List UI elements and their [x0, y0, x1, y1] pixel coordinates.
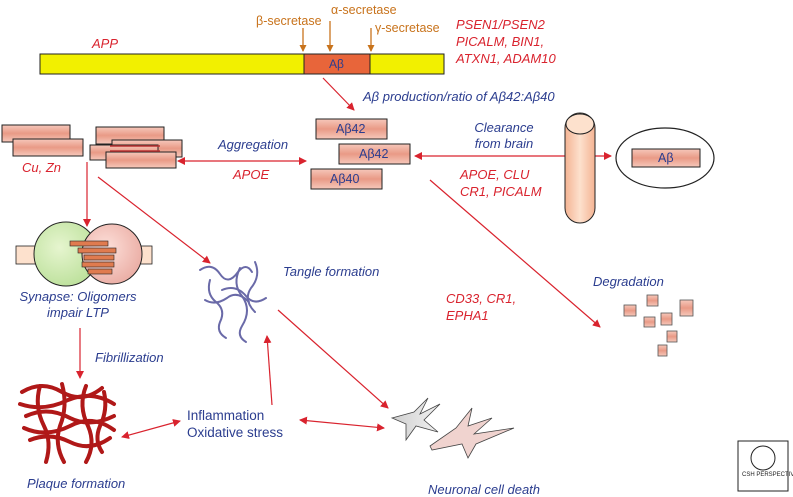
gamma-secretase-label: γ-secretase	[375, 21, 440, 35]
inflammation-line-2: Oxidative stress	[187, 425, 284, 440]
blood-vessel	[564, 112, 596, 224]
fibrillization-label: Fibrillization	[95, 350, 164, 365]
arrow-to-tangle	[97, 176, 211, 264]
production-label: Aβ production/ratio of Aβ42:Aβ40	[363, 89, 555, 104]
app-label: APP	[92, 36, 119, 51]
alpha-secretase-label: α-secretase	[331, 3, 397, 17]
clearance-compartment	[615, 127, 715, 189]
cu-zn-aggregates	[1, 124, 84, 157]
degradation-label: Degradation	[593, 274, 664, 289]
aggregation-label: Aggregation	[218, 137, 289, 152]
cu-zn-label: Cu, Zn	[22, 160, 62, 175]
aggregation-stack	[89, 126, 183, 169]
neuronal-death-label: Neuronal cell death	[428, 482, 541, 497]
arrow-degradation	[429, 179, 601, 328]
synapse-illustration	[15, 221, 153, 287]
ab42-label-b: Aβ42	[359, 147, 389, 161]
apoe-aggregation-label: APOE	[233, 167, 270, 182]
clearance-genes-line-2: CR1, PICALM	[460, 184, 542, 199]
ab-in-bar-label: Aβ	[329, 57, 344, 71]
csh-logo	[737, 440, 789, 492]
synapse-label: Synapse: Oligomers impair LTP	[8, 289, 148, 321]
app-bar	[39, 53, 445, 75]
plaque-illustration	[18, 382, 116, 464]
csh-logo-text: CSH PERSPECTIVES	[742, 472, 793, 478]
tangle-label: Tangle formation	[283, 264, 380, 279]
plaque-label: Plaque formation	[27, 476, 126, 491]
deg-genes-line-1: CD33, CR1,	[446, 291, 517, 306]
synapse-line-1: Synapse: Oligomers	[19, 289, 137, 304]
top-genes: PSEN1/PSEN2 PICALM, BIN1, ATXN1, ADAM10	[456, 16, 556, 67]
arrow-inflammation-plaque	[121, 419, 181, 439]
arrow-tangle-neuron	[277, 309, 389, 409]
abeta-segment	[303, 53, 371, 75]
ab-vessel-label: Aβ	[658, 151, 674, 165]
gene-line-2: PICALM, BIN1,	[456, 34, 545, 49]
inflammation-label: Inflammation Oxidative stress	[187, 407, 283, 441]
synapse-line-2: impair LTP	[47, 305, 109, 320]
inflammation-line-1: Inflammation	[187, 408, 265, 423]
degraded-fragments	[623, 294, 694, 357]
deg-genes-line-2: EPHA1	[446, 308, 489, 323]
arrow-production	[322, 77, 355, 111]
beta-secretase-label: β-secretase	[256, 14, 322, 28]
arrow-inflammation-tangle	[263, 335, 273, 406]
secretase-arrows	[299, 21, 375, 52]
clearance-line-1: Clearance	[474, 120, 534, 135]
tangle-illustration	[199, 261, 267, 343]
clearance-genes: APOE, CLU CR1, PICALM	[460, 166, 542, 200]
ab40-label: Aβ40	[330, 172, 360, 186]
ab42-label-a: Aβ42	[336, 122, 366, 136]
abeta-peptides	[310, 118, 411, 190]
neurons-illustration	[390, 397, 515, 459]
clearance-label: Clearance from brain	[466, 120, 542, 152]
gene-line-3: ATXN1, ADAM10	[456, 51, 556, 66]
gene-line-1: PSEN1/PSEN2	[456, 17, 545, 32]
degradation-genes: CD33, CR1, EPHA1	[446, 290, 516, 324]
clearance-genes-line-1: APOE, CLU	[460, 167, 530, 182]
clearance-line-2: from brain	[474, 136, 534, 151]
arrow-inflammation-neuron	[299, 416, 385, 432]
